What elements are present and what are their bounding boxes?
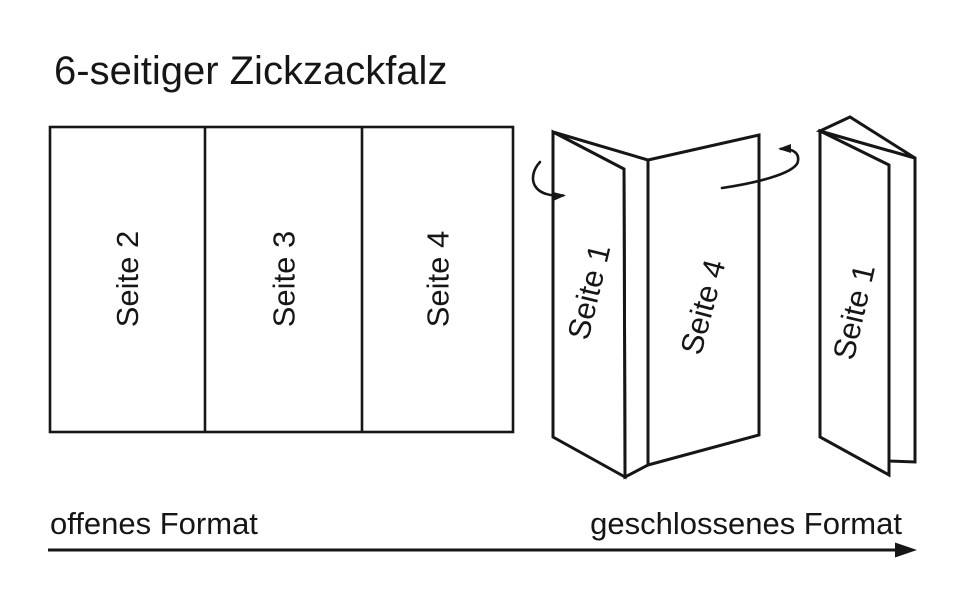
closed-front-panel (818, 128, 891, 478)
fold-arrow-left-icon (531, 160, 566, 201)
fold-arrow-right-icon (720, 144, 800, 190)
closed-fold-flap (815, 115, 916, 160)
format-axis: offenes Format geschlossenes Format (48, 506, 917, 558)
open-sheet: Seite 2 Seite 3 Seite 4 (48, 125, 515, 434)
page-title: 6-seitiger Zickzackfalz (54, 49, 447, 93)
open-panel-label-seite-2: Seite 2 (110, 231, 145, 328)
closed-sheet: Seite 1 (815, 115, 917, 478)
half-folded-sheet: Seite 1 Seite 4 (531, 129, 800, 480)
open-format-caption: offenes Format (50, 506, 258, 541)
open-panel-label-seite-3: Seite 3 (267, 231, 302, 328)
open-panel-label-seite-4: Seite 4 (421, 231, 456, 328)
half-folded-right-panel (646, 133, 761, 467)
half-folded-front-panel (551, 129, 627, 480)
closed-format-caption: geschlossenes Format (590, 506, 902, 541)
open-sheet-outline (48, 125, 515, 434)
